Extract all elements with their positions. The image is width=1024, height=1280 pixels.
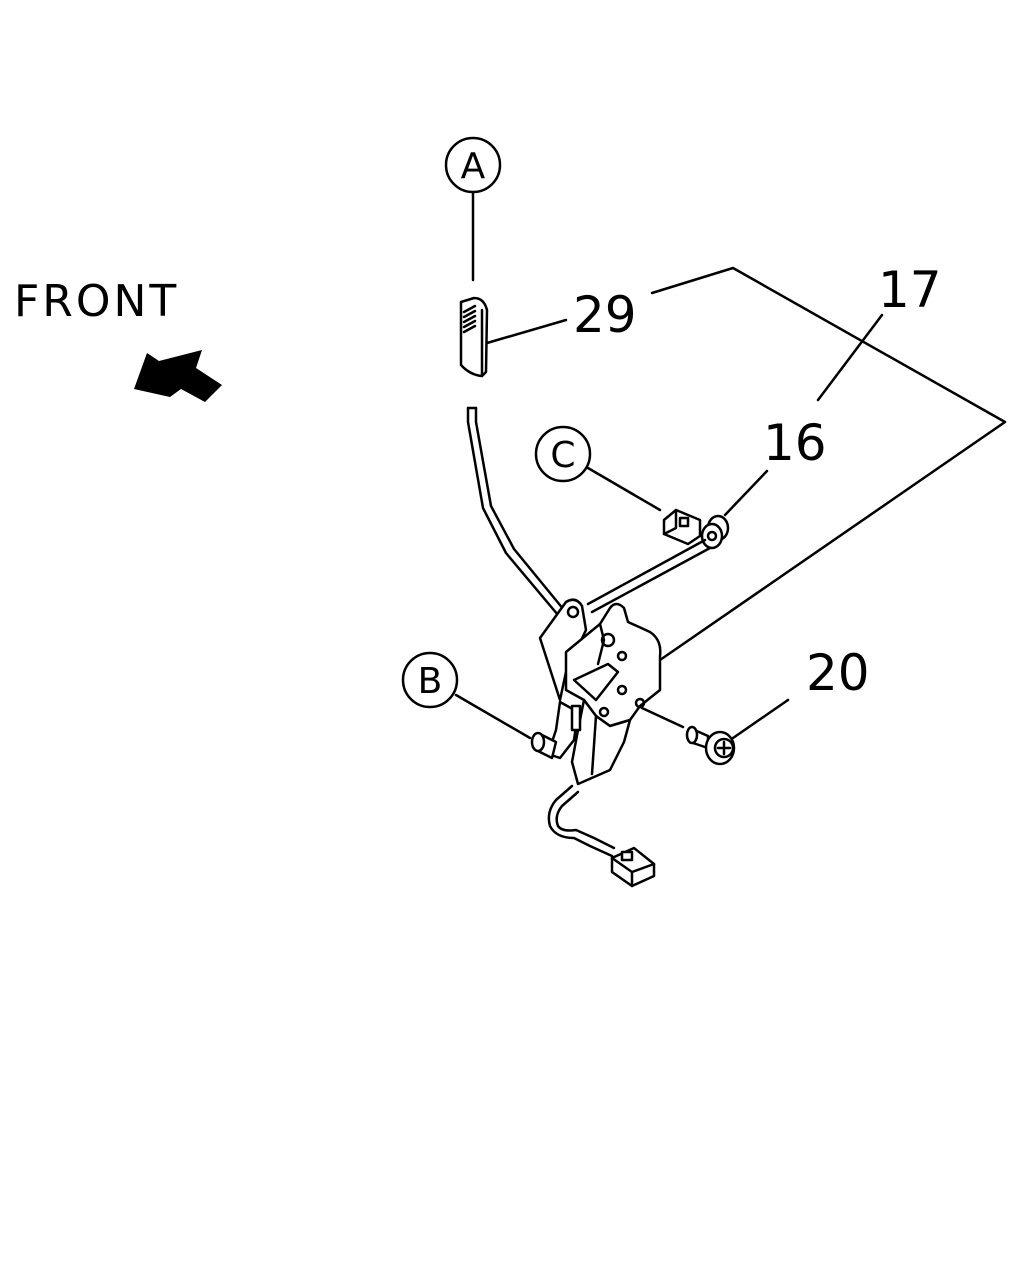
- part-number-16: 16: [763, 414, 827, 472]
- leader-20: [731, 698, 790, 740]
- leader-29: [485, 318, 568, 345]
- front-label: FRONT: [14, 276, 179, 327]
- callout-b: B: [401, 651, 532, 740]
- leader-17-bracket: [650, 266, 1007, 662]
- knob-part-29: [459, 296, 489, 378]
- part-number-20: 20: [806, 644, 870, 702]
- latch-assembly-part-17: [538, 598, 662, 786]
- callout-a-letter: A: [461, 146, 486, 187]
- cable-clip: [662, 508, 702, 546]
- leader-17: [816, 313, 884, 402]
- clip-part-16: [700, 514, 730, 550]
- front-arrow-icon: [134, 350, 222, 402]
- electrical-connector: [610, 846, 656, 888]
- clip-rod: [586, 538, 707, 606]
- bolt-part-20: [685, 725, 736, 766]
- callout-c: C: [534, 425, 662, 512]
- callout-a: A: [444, 136, 502, 282]
- part-number-17: 17: [878, 261, 942, 319]
- leader-16: [723, 469, 769, 517]
- wire-harness: [547, 784, 614, 858]
- release-cable: [466, 406, 560, 617]
- callout-b-letter: B: [418, 661, 443, 702]
- callout-c-letter: C: [550, 435, 575, 476]
- part-number-29: 29: [573, 286, 637, 344]
- pivot-pin: [530, 731, 558, 760]
- bolt-leader-left: [640, 706, 685, 729]
